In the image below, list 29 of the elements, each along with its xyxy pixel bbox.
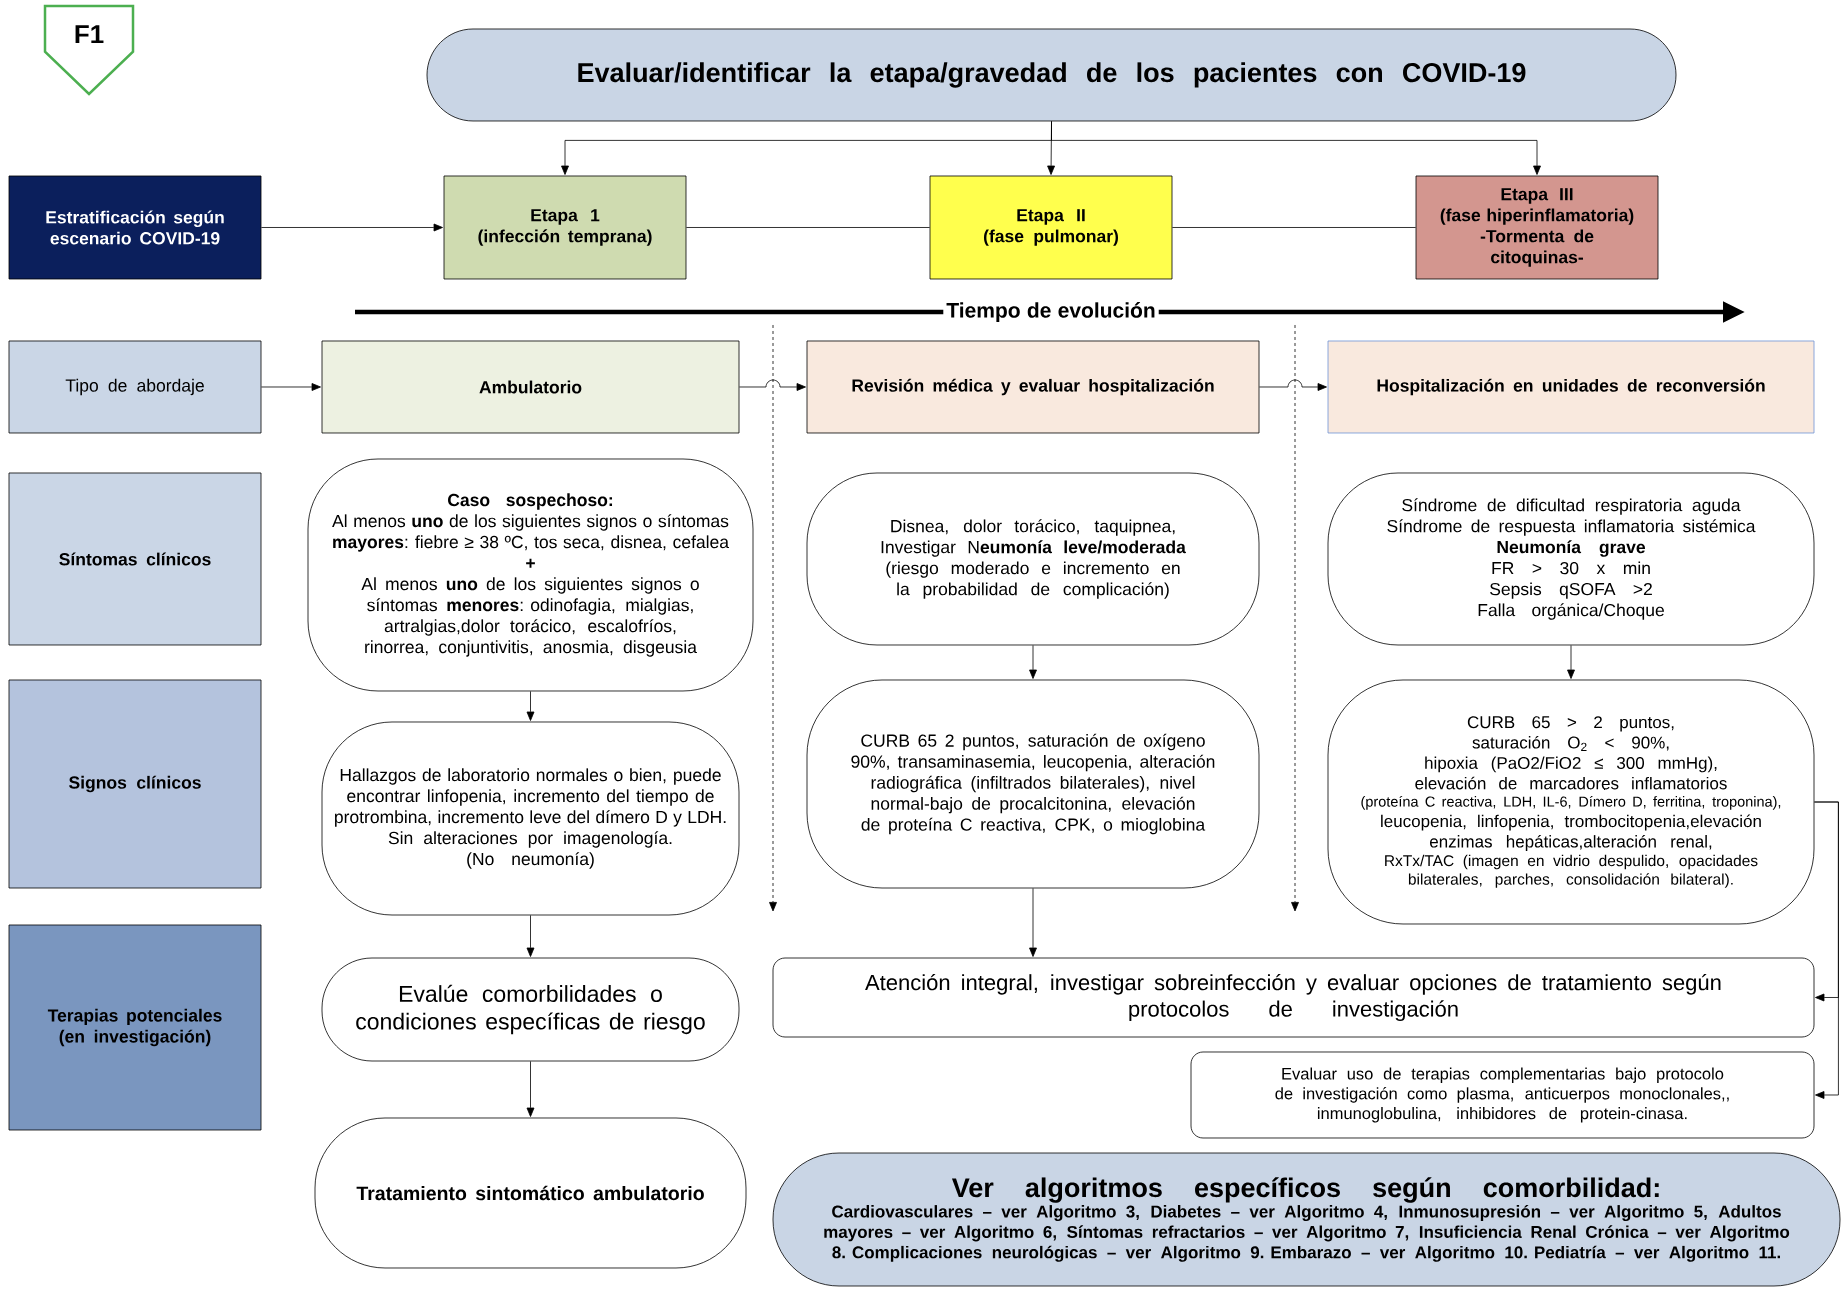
header-box: Estratificación según escenario COVID-19	[8, 175, 262, 280]
arrow	[1051, 121, 1541, 175]
reference-banner: Ver algoritmos específicos según comorbilidad: Cardiovasculares – ver Algoritmo 3, Diabetes – ver Algoritmo 4, Inmunosupresión – ver Algoritmo 5, Adultos mayores – ver Algoritmo 6, Síntomas refractarios – ver Algoritmo 7, Insuficiencia Renal Crónica – ver Algoritmo 8. Complicaciones neurológicas – ver Algoritmo 9. Embarazo – ver Algoritmo 10. Pediatría – ver Algoritmo 11.	[772, 1152, 1841, 1287]
row-header: Tipo de abordaje	[8, 340, 262, 434]
axis-label: Tiempo de evolución	[943, 299, 1159, 325]
row-header: Signos clínicos	[8, 679, 262, 889]
arrow	[1029, 645, 1037, 679]
row-header: Terapias potenciales (en investigación)	[8, 924, 262, 1131]
arrow	[526, 915, 535, 957]
arrow	[526, 1061, 535, 1117]
arrow	[1259, 379, 1327, 391]
badge: F1	[43, 4, 135, 96]
arrow	[739, 379, 806, 391]
approach-box: Revisión médica y evaluar hospitalización	[806, 340, 1260, 434]
row-header: Síntomas clínicos	[8, 472, 262, 646]
arrow	[261, 223, 443, 232]
arrow	[1567, 645, 1575, 679]
title-banner: Evaluar/identificar la etapa/gravedad de los pacientes con COVID-19	[426, 28, 1677, 122]
approach-box: Ambulatorio	[321, 340, 740, 434]
stage-box: Etapa 1 (infección temprana)	[443, 175, 687, 280]
arrow	[1029, 888, 1037, 957]
stage-box: Etapa II (fase pulmonar)	[929, 175, 1173, 280]
process-box: Evaluar uso de terapias complementarias bajo protocolo de investigación como plasma, anticuerpos monoclonales,, inmunoglobulina, inhibidores de protein-cinasa.	[1190, 1051, 1815, 1139]
process-box: Atención integral, investigar sobreinfección y evaluar opciones de tratamiento según protocolos de investigación	[772, 957, 1815, 1038]
stage-box: Etapa III (fase hiperinflamatoria) -Tormenta de citoquinas-	[1415, 175, 1659, 280]
arrow	[1814, 801, 1839, 1099]
arrow	[261, 383, 321, 391]
approach-box: Hospitalización en unidades de reconversión	[1327, 340, 1815, 434]
arrow	[526, 691, 535, 721]
